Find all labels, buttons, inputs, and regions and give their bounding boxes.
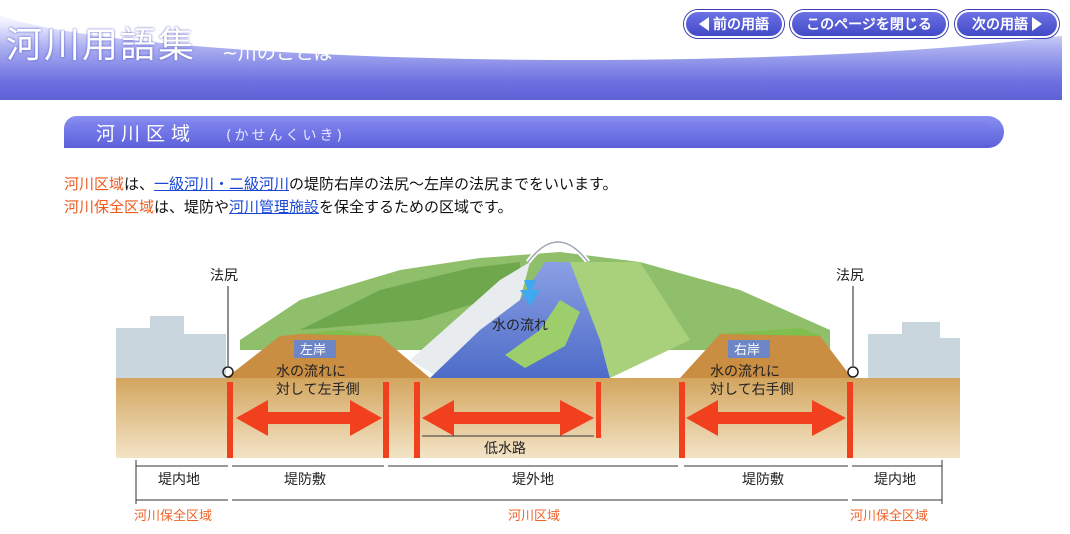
hojiri-right-label: 法尻 xyxy=(836,268,864,284)
levee-right-label: 堤防敷 xyxy=(742,472,784,488)
section-heading-bar xyxy=(64,116,1004,148)
right-bank-badge xyxy=(728,340,770,358)
right-bank-desc-1: 水の流れに xyxy=(710,364,780,380)
outside-label: 堤外地 xyxy=(512,472,554,488)
prev-term-label: 前の用語 xyxy=(713,17,769,33)
levee-left-label: 堤防敷 xyxy=(284,472,326,488)
flow-arrow-icon xyxy=(520,280,540,306)
right-floodplain xyxy=(570,262,690,378)
concrete-embankment xyxy=(410,262,530,378)
term-conservation-area: 河川保全区域 xyxy=(64,198,155,216)
description-line-2: 河川保全区域は、堤防や河川管理施設を保全するための区域です。 xyxy=(64,196,513,217)
link-class-rivers[interactable]: 一級河川・二級河川 xyxy=(154,175,290,193)
page-title: 河川用語集 xyxy=(6,25,197,66)
desc-text: は、 xyxy=(124,175,155,193)
desc-text: を保全するための区域です。 xyxy=(319,198,513,216)
section-title: 河川区域 xyxy=(96,123,197,145)
right-hojiri-marker xyxy=(847,366,859,378)
next-term-button[interactable]: 次の用語 xyxy=(955,10,1059,38)
red-double-arrows xyxy=(236,400,846,436)
page-subtitle: ~川のことば~ xyxy=(222,42,349,64)
boundary-markers xyxy=(227,382,853,458)
left-bank-desc-2: 対して左手側 xyxy=(276,382,360,398)
left-bank-desc-1: 水の流れに xyxy=(276,364,346,380)
flow-label: 水の流れ xyxy=(492,318,548,334)
arrow-left-icon xyxy=(699,17,709,31)
next-term-label: 次の用語 xyxy=(972,17,1028,33)
arrow-right-icon xyxy=(1032,17,1042,31)
river-island xyxy=(505,300,580,368)
desc-text: は、堤防や xyxy=(154,198,230,216)
inland-left-label: 堤内地 xyxy=(158,472,200,488)
conservation-right-label: 河川保全区域 xyxy=(850,508,928,524)
description-line-1: 河川区域は、一級河川・二級河川の堤防右岸の法尻～左岸の法尻までをいいます。 xyxy=(64,173,618,194)
link-river-facilities[interactable]: 河川管理施設 xyxy=(229,198,320,216)
close-page-button[interactable]: このページを閉じる xyxy=(790,10,948,38)
dimension-lines xyxy=(135,460,943,504)
river-water xyxy=(430,262,610,378)
section-reading: (かせんくいき) xyxy=(226,128,345,144)
term-river-area: 河川区域 xyxy=(64,175,125,193)
buildings-background xyxy=(116,316,960,378)
hojiri-left-label: 法尻 xyxy=(210,268,238,284)
left-bank-label: 左岸 xyxy=(300,343,326,358)
conservation-left-label: 河川保全区域 xyxy=(134,508,212,524)
right-bank-label: 右岸 xyxy=(734,343,760,358)
inland-right-label: 堤内地 xyxy=(874,472,916,488)
left-bank-badge xyxy=(294,340,336,358)
left-hojiri-marker xyxy=(222,366,234,378)
prev-term-button[interactable]: 前の用語 xyxy=(684,10,784,38)
right-bank-desc-2: 対して右手側 xyxy=(710,382,794,398)
desc-text: の堤防右岸の法尻～左岸の法尻までをいいます。 xyxy=(289,175,618,193)
river-area-label: 河川区域 xyxy=(508,509,560,524)
low-water-label: 低水路 xyxy=(484,441,526,457)
close-page-label: このページを閉じる xyxy=(806,17,932,33)
